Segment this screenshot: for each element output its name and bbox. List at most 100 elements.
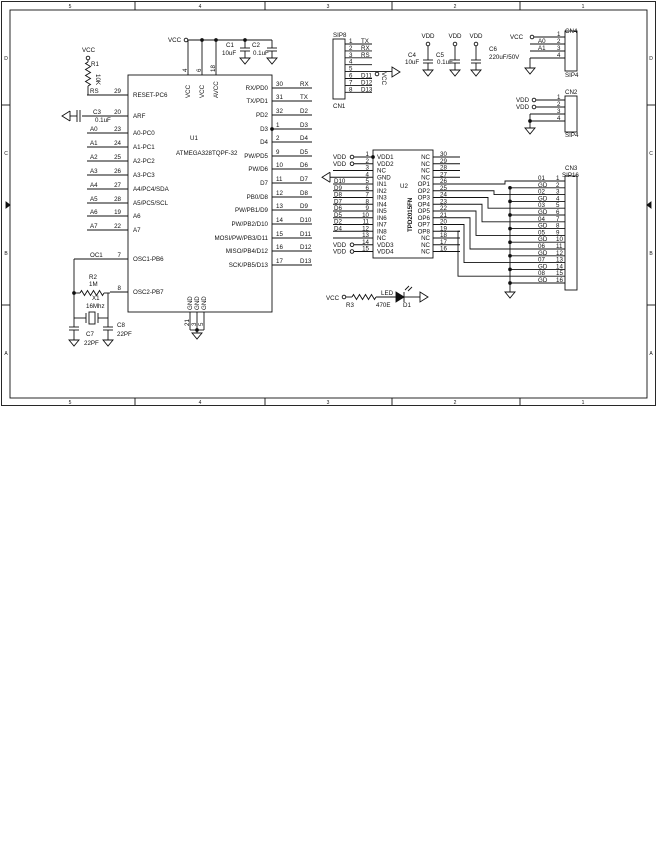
vdd-label: VDD (333, 161, 347, 168)
junction-dot (214, 38, 218, 42)
pin-number: 8 (349, 86, 353, 93)
net-label: 07 (538, 257, 545, 264)
pin-number: 6 (349, 73, 353, 80)
ground-icon (266, 57, 278, 65)
vdd-label: VDD (333, 154, 347, 161)
pin-number: 22 (440, 205, 447, 212)
pin-name: RESET-PC6 (133, 92, 168, 99)
pin-name: GND (377, 174, 391, 181)
pin-number: 7 (118, 252, 122, 259)
pin-name: NC (421, 235, 430, 242)
c1-ref: C1 (226, 42, 234, 49)
pin-name: IN8 (377, 228, 387, 235)
op-wire (457, 230, 565, 277)
net-label: D11 (361, 73, 372, 80)
power-terminal-icon (531, 97, 537, 103)
net-label: D5 (300, 149, 308, 156)
pin-number: 19 (114, 209, 121, 216)
c2-value: 0.1uF (253, 50, 269, 57)
pin-number: 27 (440, 171, 447, 178)
net-label: 08 (538, 270, 545, 277)
pin-number: 9 (556, 229, 560, 236)
pin-number: 12 (556, 250, 563, 257)
vdd-label: VDD (469, 33, 483, 40)
power-terminal-icon (452, 41, 458, 47)
pin-number: 5 (366, 178, 370, 185)
pin-name: A6 (133, 213, 141, 220)
pin-number: 19 (440, 225, 447, 232)
vcc-label: VCC (326, 295, 340, 302)
frame-center-arrow-icon (5, 201, 11, 209)
led-icon (407, 286, 413, 292)
net-label: D11 (300, 231, 311, 238)
pin-number: 28 (114, 196, 121, 203)
pin-number: 8 (556, 223, 560, 230)
pin-name: IN1 (377, 181, 387, 188)
pin-number: 4 (366, 171, 370, 178)
cn2-ref: CN2 (565, 89, 578, 96)
pin-name: PB0/D8 (247, 194, 269, 201)
power-terminal-icon (529, 34, 535, 40)
pin-name: IN6 (377, 215, 387, 222)
pin-number: 3 (366, 165, 370, 172)
row-marker: A (4, 351, 8, 357)
pin-number: 4 (557, 52, 561, 59)
pin-name: GND (187, 296, 194, 310)
op-wire (460, 203, 565, 223)
r1-value: 10K (94, 74, 101, 86)
led-icon (404, 285, 410, 291)
pin-name: A5/PC5/SCL (133, 200, 169, 207)
net-label: D5 (334, 212, 342, 219)
ground-icon (102, 339, 114, 347)
pin-number: 24 (114, 140, 121, 147)
net-label: RX (300, 81, 309, 88)
pin-number: 20 (114, 109, 121, 116)
pin-number: 16 (556, 277, 563, 284)
net-label: D12 (300, 244, 312, 251)
power-terminal-icon (473, 41, 479, 47)
vcc-label: VCC (510, 34, 524, 41)
pin-number: 5 (349, 66, 353, 73)
pin-number: 28 (440, 165, 447, 172)
column-marker: 4 (199, 400, 202, 406)
power-terminal-icon (349, 249, 355, 254)
c3-ref: C3 (93, 109, 101, 116)
column-marker: 5 (69, 400, 72, 406)
pin-name: D4 (260, 139, 268, 146)
pin-number: 12 (362, 225, 369, 232)
row-marker: C (649, 151, 653, 157)
row-marker: C (4, 151, 8, 157)
pin-number: 27 (114, 182, 121, 189)
pin-name: D3 (260, 126, 268, 133)
net-label: A0 (90, 126, 98, 133)
pin-name: VDD1 (377, 154, 394, 161)
pin-number: 10 (362, 212, 369, 219)
net-label: A3 (90, 168, 98, 175)
u1-ref: U1 (190, 135, 198, 142)
c6-ref: C6 (489, 46, 497, 53)
pin-number: 9 (276, 149, 280, 156)
cn1-body (332, 38, 346, 100)
pin-name: IN5 (377, 208, 387, 215)
pin-number: 8 (366, 198, 370, 205)
pin-number: 23 (114, 126, 121, 133)
pin-number: 3 (349, 52, 353, 59)
pin-name: OP1 (418, 181, 431, 188)
net-label: D6 (334, 205, 342, 212)
pin-number: 3 (557, 45, 561, 52)
row-marker: D (649, 56, 653, 62)
junction-dot (270, 127, 274, 131)
pin-number: 2 (366, 158, 370, 165)
row-marker: B (4, 251, 8, 257)
net-label: GD (538, 195, 548, 202)
row-marker: D (4, 56, 8, 62)
c7-ref: C7 (86, 331, 94, 338)
x1-value: 16Mhz (86, 303, 105, 310)
port-arrow-icon (321, 171, 331, 183)
vcc-label: VCC (82, 47, 96, 54)
power-terminal-icon (425, 41, 431, 47)
net-label: A0 (538, 38, 546, 45)
pin-number: 1 (556, 175, 560, 182)
pin-number: 16 (440, 246, 447, 253)
